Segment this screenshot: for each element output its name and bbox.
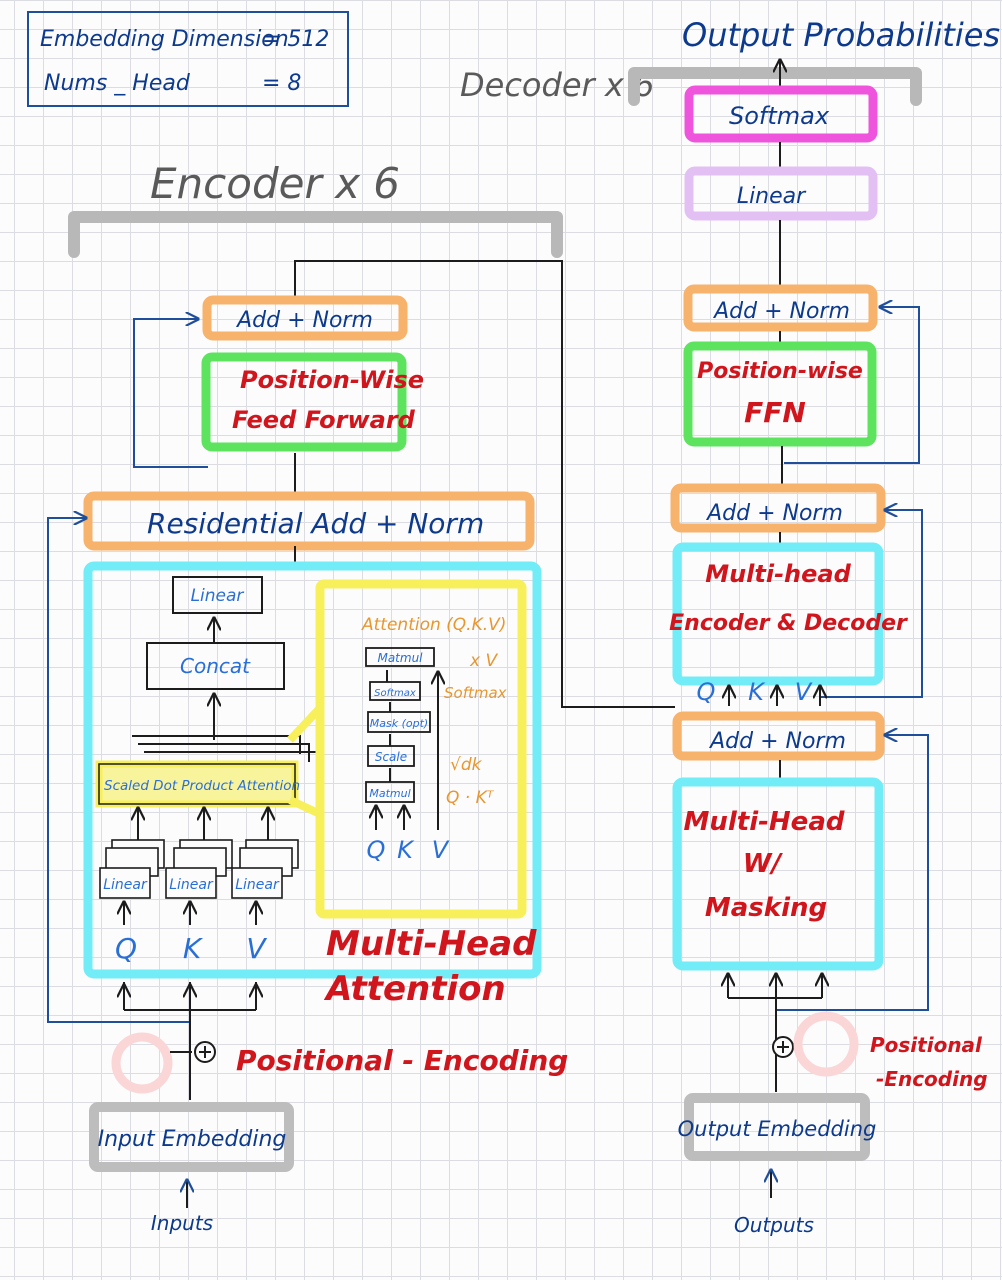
encoder-ffn-line1: Position-Wise — [240, 366, 424, 394]
decoder-add-circle — [772, 1036, 794, 1058]
decoder-add-norm-2 — [670, 483, 886, 533]
encoder-residual-add-norm-label: Residential Add + Norm — [147, 507, 484, 540]
decoder-cross-residual-arrow — [820, 510, 923, 698]
decoder-cross-input-k: K — [748, 678, 766, 706]
linear-v-stack: Linear — [231, 839, 299, 899]
encoder-input-q: Q — [115, 932, 137, 965]
encoder-add-circle — [194, 1041, 216, 1063]
decoder-cross-attention-box — [672, 542, 884, 686]
attention-block-matmul-top: Matmul — [365, 647, 435, 667]
linear-q-stack: Linear — [99, 839, 165, 899]
encoder-bracket — [68, 211, 563, 258]
decoder-title: Decoder x 6 — [460, 66, 654, 104]
config-heads-label: Nums _ Head — [44, 71, 191, 96]
attention-block-scale: Scale — [367, 745, 415, 767]
decoder-positional-encoding-line2: -Encoding — [876, 1067, 988, 1091]
decoder-positional-encoding-ring — [793, 1011, 859, 1077]
encoder-residual-add-norm — [83, 491, 535, 551]
decoder-masked-residual-arrow — [776, 735, 929, 1011]
attention-input-k: K — [397, 836, 415, 864]
config-embedding-value: = 512 — [262, 27, 329, 52]
encoder-add-norm-top-label: Add + Norm — [235, 308, 373, 333]
outputs-label: Outputs — [734, 1213, 814, 1237]
svg-text:Matmul: Matmul — [369, 787, 410, 800]
encoder-mha-title-line2: Attention — [323, 969, 506, 1009]
attention-annotation-sqrt-dk: √dk — [450, 755, 483, 775]
encoder-mha-residual-arrow — [47, 518, 190, 1023]
encoder-add-norm-top — [202, 295, 408, 341]
decoder-add-norm-1-label: Add + Norm — [712, 299, 850, 324]
decoder-cross-attention-line1: Multi-head — [705, 560, 851, 588]
encoder-mha-linear-box — [172, 576, 263, 614]
decoder-softmax-label: Softmax — [729, 102, 830, 130]
encoder-mha-title-line1: Multi-Head — [326, 924, 537, 964]
svg-text:Matmul: Matmul — [377, 651, 423, 665]
attention-input-q: Q — [367, 836, 386, 864]
encoder-input-k: K — [183, 932, 204, 965]
encoder-positional-encoding-ring — [111, 1032, 173, 1094]
config-heads-value: = 8 — [262, 71, 301, 96]
attention-annotation-xv: x V — [469, 651, 498, 671]
attention-block-softmax: Softmax — [369, 681, 421, 701]
decoder-ffn-box — [683, 341, 877, 447]
decoder-linear-box — [684, 166, 878, 221]
encoder-input-v: V — [246, 932, 267, 965]
attention-block-mask: Mask (opt) — [367, 711, 431, 733]
linear-v-label: Linear — [235, 877, 280, 893]
sdpa-stack: Scaled Dot Product Attention — [95, 735, 318, 808]
decoder-cross-input-q: Q — [697, 678, 716, 706]
sdpa-label: Scaled Dot Product Attention — [104, 778, 300, 794]
attention-block-matmul-bottom: Matmul — [365, 781, 415, 803]
decoder-cross-input-v: V — [795, 678, 813, 706]
decoder-linear-label: Linear — [737, 184, 807, 209]
decoder-positional-encoding-line1: Positional — [870, 1033, 983, 1057]
config-box: Embedding Dimension = 512 Nums _ Head = … — [27, 11, 349, 107]
attention-detail-title: Attention (Q.K.V) — [361, 615, 506, 635]
input-embedding-label: Input Embedding — [98, 1127, 287, 1152]
encoder-positional-encoding-label: Positional - Encoding — [236, 1044, 568, 1077]
encoder-ffn-residual-arrow — [133, 319, 208, 468]
attention-detail-box — [315, 579, 527, 919]
attention-annotation-qkt: Q · Kᵀ — [446, 788, 495, 808]
encoder-mha-linear-label: Linear — [191, 586, 245, 606]
output-embedding-box — [684, 1093, 870, 1161]
decoder-masked-attention-box — [672, 777, 884, 971]
decoder-add-norm-1 — [683, 284, 878, 332]
svg-text:Softmax: Softmax — [374, 688, 416, 699]
decoder-masked-line3: Masking — [705, 893, 827, 923]
decoder-cross-attention-line2: Encoder & Decoder — [669, 611, 908, 636]
decoder-masked-line1: Multi-Head — [684, 807, 845, 837]
config-embedding-label: Embedding Dimension — [40, 27, 289, 52]
linear-q-label: Linear — [103, 877, 148, 893]
encoder-mha-concat-box — [146, 642, 285, 690]
decoder-ffn-line1: Position-wise — [697, 359, 863, 384]
inputs-label: Inputs — [151, 1211, 213, 1235]
output-probabilities-label: Output Probabilities. — [682, 16, 1002, 54]
decoder-masked-line2: W/ — [743, 849, 784, 879]
encoder-title: Encoder x 6 — [150, 159, 400, 208]
encoder-mha-concat-label: Concat — [180, 654, 251, 678]
decoder-add-norm-3-label: Add + Norm — [708, 729, 846, 754]
decoder-add-norm-3 — [672, 711, 885, 761]
linear-k-stack: Linear — [165, 839, 233, 899]
encoder-ffn-line2: Feed Forward — [232, 406, 416, 434]
attention-input-v: V — [432, 836, 450, 864]
encoder-mha-box — [83, 561, 542, 979]
decoder-add-norm-2-label: Add + Norm — [705, 501, 843, 526]
input-embedding-box — [89, 1102, 294, 1172]
svg-text:Mask (opt): Mask (opt) — [370, 717, 428, 730]
linear-k-label: Linear — [169, 877, 214, 893]
decoder-softmax-box — [684, 85, 878, 143]
decoder-ffn-line2: FFN — [744, 396, 806, 429]
decoder-ffn-residual-arrow — [784, 307, 920, 464]
decoder-bracket — [628, 67, 922, 106]
output-embedding-label: Output Embedding — [678, 1117, 877, 1141]
encoder-output-wire — [294, 260, 675, 708]
attention-annotation-softmax: Softmax — [444, 684, 507, 702]
encoder-ffn-box — [201, 352, 407, 452]
svg-text:Scale: Scale — [375, 750, 407, 764]
